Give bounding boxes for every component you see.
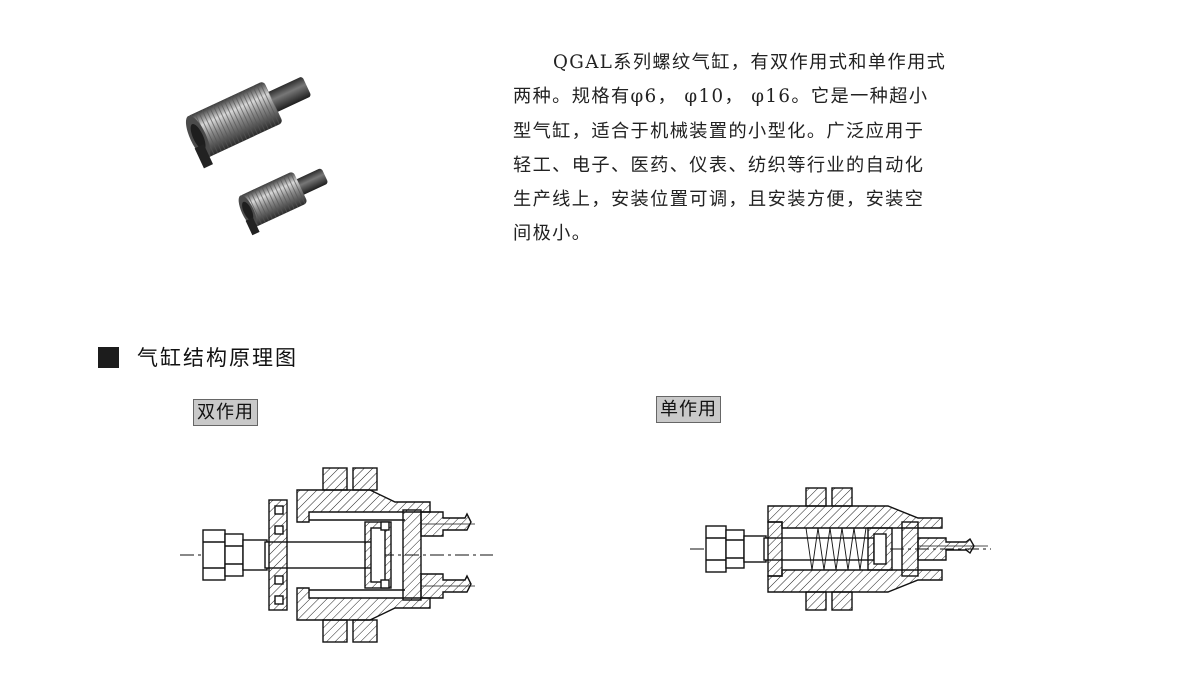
square-bullet-icon [98,346,119,368]
description-line: 两种。规格有φ6， φ10， φ16。它是一种超小 [513,86,929,108]
large-cylinder [185,77,311,169]
single-acting-diagram [690,487,991,611]
double-acting-label: 双作用 [193,399,258,426]
single-acting-label: 单作用 [656,396,721,423]
section-heading: 气缸结构原理图 [98,342,298,372]
description-line: 间极小。 [513,223,592,245]
small-cylinder [238,168,328,236]
product-description: QGAL系列螺纹气缸，有双作用式和单作用式 两种。规格有φ6， φ10， φ16… [513,46,983,252]
description-line: 轻工、电子、医药、仪表、纺织等行业的自动化 [513,154,925,176]
qgal-cylinder-photo [185,77,328,236]
description-line: QGAL系列螺纹气缸，有双作用式和单作用式 [553,52,947,73]
description-line: 生产线上，安装位置可调，且安装方便，安装空 [513,189,925,211]
double-acting-diagram [180,467,493,643]
section-title: 气缸结构原理图 [137,346,298,370]
description-line: 型气缸，适合于机械装置的小型化。广泛应用于 [513,120,925,142]
